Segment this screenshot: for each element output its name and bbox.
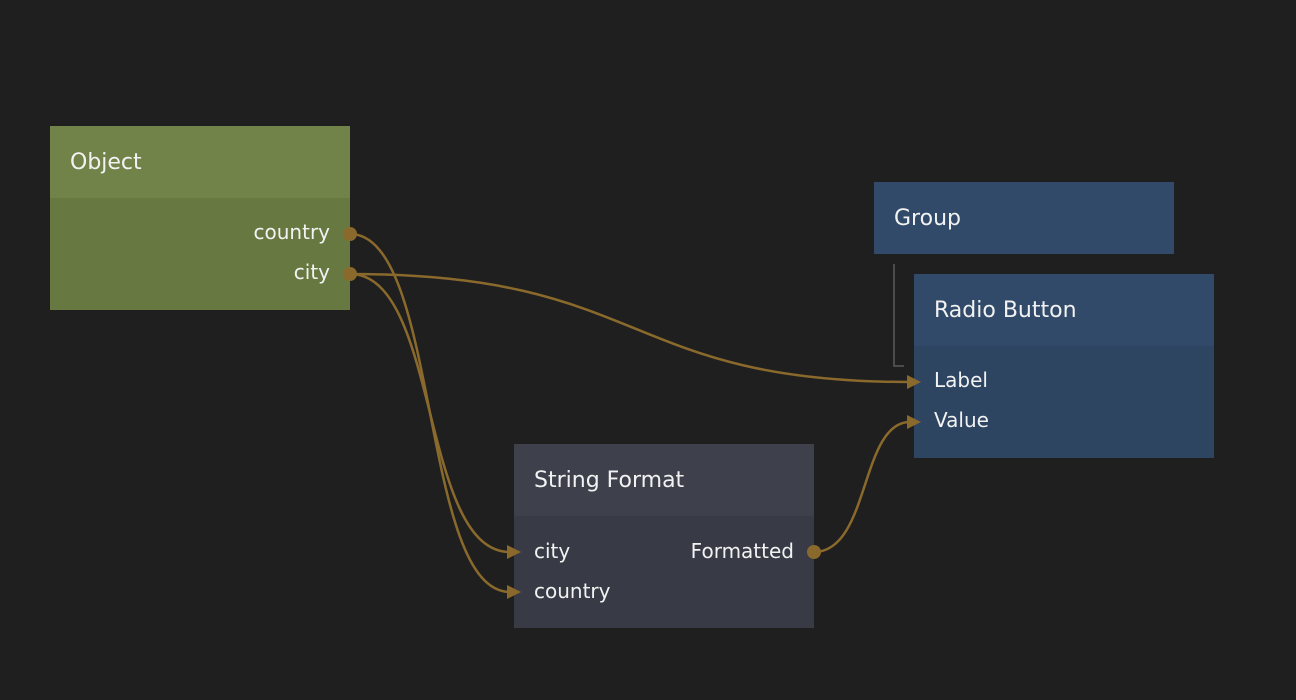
string-format-input-country-label: country [534, 579, 611, 603]
connection-wire-formatted-to-value[interactable] [813, 420, 911, 554]
radio-button-node-header[interactable]: Radio Button [914, 274, 1214, 346]
string-format-input-city-label: city [534, 539, 571, 563]
connection-wire-city-to-city[interactable] [349, 272, 511, 554]
radio-button-node-title: Radio Button [934, 297, 1077, 323]
object-output-city-label: city [293, 260, 330, 284]
string-format-node-header[interactable]: String Format [514, 444, 814, 516]
object-node-header[interactable]: Object [50, 126, 350, 198]
object-node[interactable]: Object country city [50, 126, 350, 310]
object-output-country-label: country [253, 220, 330, 244]
connection-wire-city-to-label[interactable] [349, 272, 911, 384]
string-format-output-formatted-label: Formatted [690, 539, 794, 563]
group-node-header[interactable]: Group [874, 182, 1174, 254]
string-format-node[interactable]: String Format city country Formatted [514, 444, 814, 628]
radio-button-input-label-label: Label [934, 368, 988, 392]
string-format-formatted-output-port[interactable] [807, 545, 821, 559]
radio-button-label-input-port[interactable] [907, 375, 921, 389]
group-child-connector-line [893, 264, 904, 367]
object-city-output-port[interactable] [343, 267, 357, 281]
string-format-country-input-port[interactable] [507, 585, 521, 599]
group-node[interactable]: Group [874, 182, 1174, 254]
string-format-city-input-port[interactable] [507, 545, 521, 559]
radio-button-input-value-label: Value [934, 408, 989, 432]
radio-button-node[interactable]: Radio Button Label Value [914, 274, 1214, 458]
group-node-title: Group [894, 205, 961, 231]
string-format-node-title: String Format [534, 467, 685, 493]
radio-button-value-input-port[interactable] [907, 415, 921, 429]
object-country-output-port[interactable] [343, 227, 357, 241]
object-node-title: Object [70, 149, 142, 175]
